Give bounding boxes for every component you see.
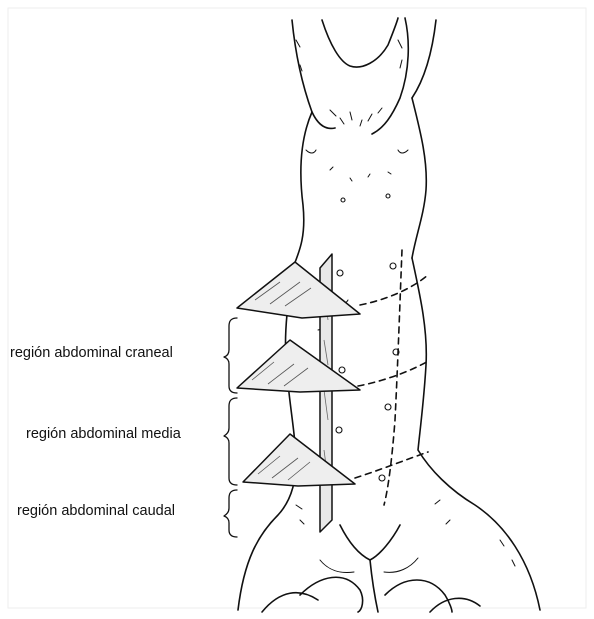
region-braces (224, 318, 237, 537)
nipples (336, 194, 399, 481)
label-region-caudal: región abdominal caudal (17, 503, 175, 519)
label-region-craneal: región abdominal craneal (10, 345, 173, 361)
transverse-plane-2 (237, 340, 360, 392)
label-region-media: región abdominal media (26, 426, 181, 442)
brace-caudal (224, 490, 237, 537)
brace-media (224, 398, 237, 485)
brace-craneal (224, 318, 237, 393)
transverse-plane-3 (243, 434, 355, 486)
